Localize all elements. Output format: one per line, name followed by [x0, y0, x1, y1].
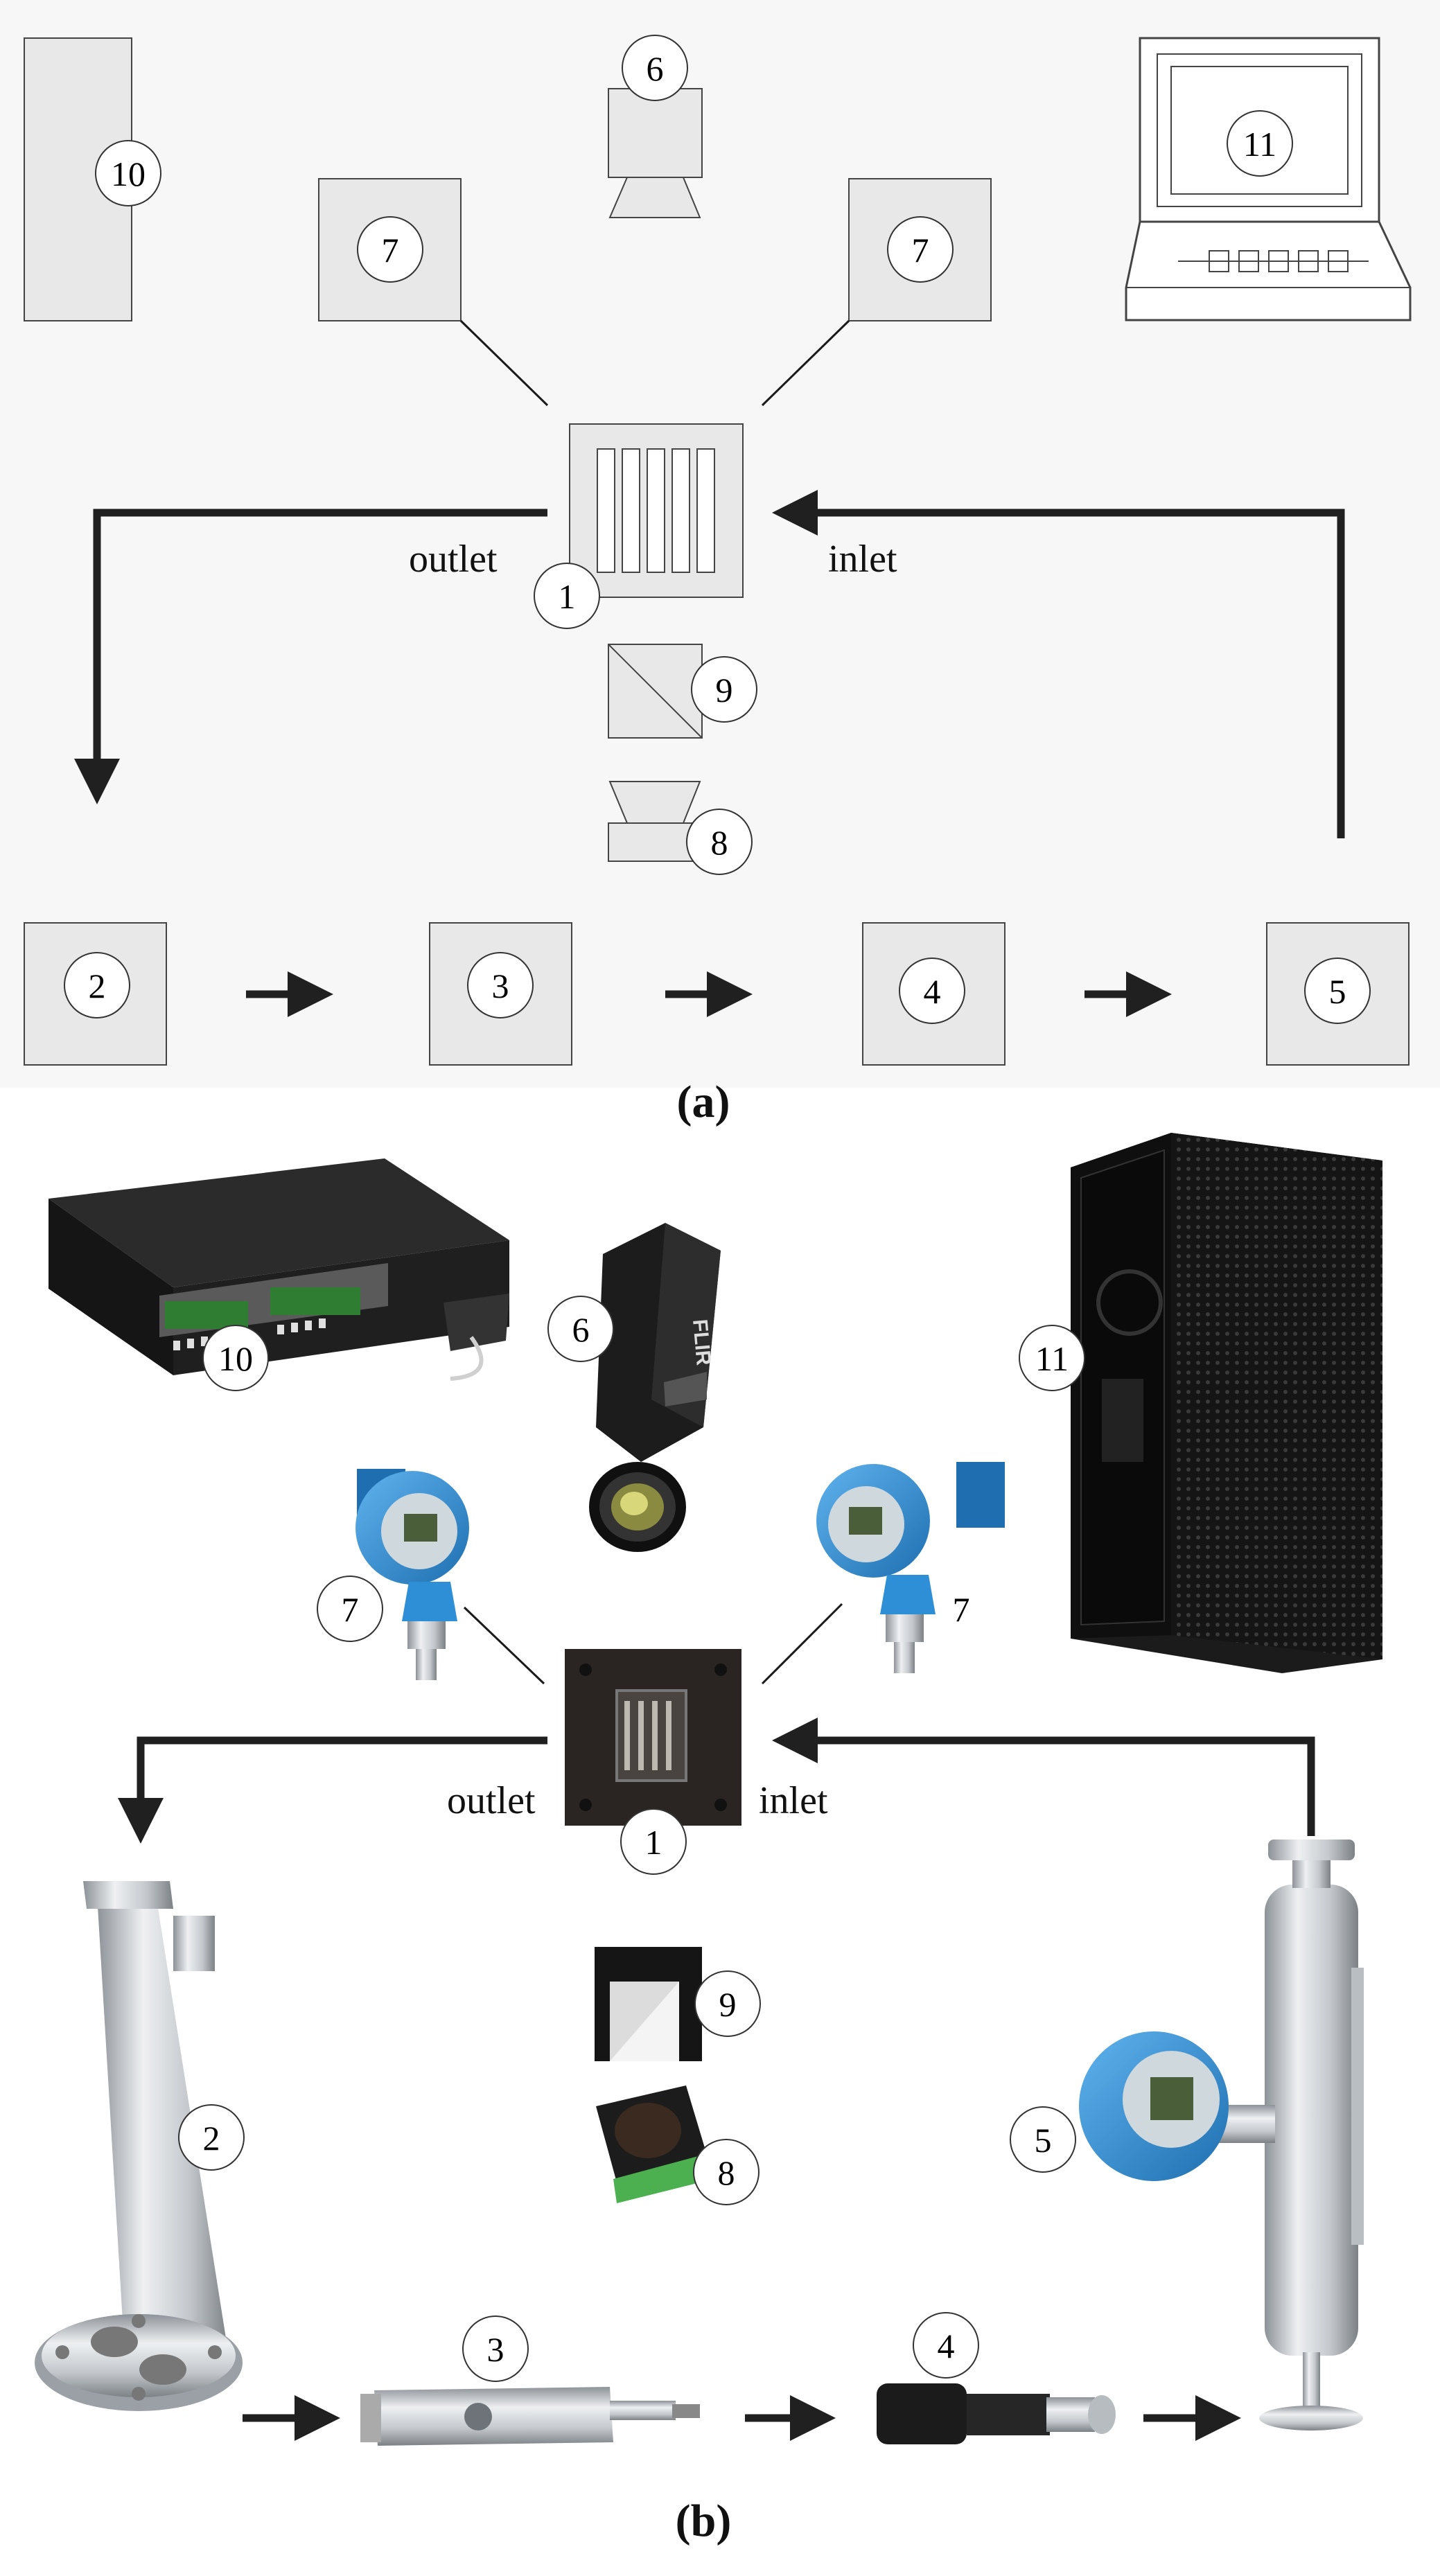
- svg-text:5: 5: [1329, 972, 1346, 1011]
- svg-text:7: 7: [342, 1590, 359, 1629]
- number-b-9-label: 9: [694, 1970, 761, 2037]
- panel-b: FLIR: [35, 1133, 1382, 2546]
- test-section-image: [565, 1649, 741, 1826]
- outlet-label-b: outlet: [447, 1779, 536, 1822]
- svg-text:6: 6: [647, 49, 664, 88]
- svg-text:2: 2: [203, 2119, 220, 2158]
- number-7-left-label: 7: [357, 216, 423, 283]
- connector-line-b-left: [463, 1606, 545, 1685]
- number-b-3-label: 3: [462, 2315, 529, 2382]
- svg-text:5: 5: [1035, 2121, 1052, 2160]
- number-8-label: 8: [686, 809, 753, 875]
- number-circles-b: 10 6 11 7 7 1 9 8 2 5 3 4: [178, 1296, 1085, 2382]
- panel-a: outlet inlet 10 6 7 7 11 1 9 8 2 3 4 5 (…: [0, 0, 1440, 1127]
- pc-tower-image: [1071, 1133, 1382, 1673]
- number-b-8-label: 8: [693, 2139, 759, 2205]
- panel-a-caption: (a): [677, 1077, 730, 1127]
- test-section-icon: [569, 423, 744, 598]
- number-b-7-right-label: 7: [953, 1590, 970, 1629]
- svg-text:8: 8: [711, 823, 728, 862]
- flow-arrow-outlet: [74, 509, 547, 804]
- number-b-11-label: 11: [1019, 1325, 1085, 1391]
- flow-arrow-inlet: [772, 490, 1345, 838]
- inlet-label: inlet: [828, 538, 897, 581]
- connector-line-b-right: [761, 1603, 843, 1685]
- pressure-transmitter-right-image: [816, 1462, 1005, 1673]
- inlet-label-b: inlet: [759, 1779, 828, 1822]
- flir-logo-text: FLIR: [688, 1318, 715, 1367]
- tube-image: [35, 1881, 243, 2411]
- svg-text:4: 4: [924, 972, 941, 1011]
- number-7-right-label: 7: [887, 216, 954, 283]
- svg-text:9: 9: [716, 671, 733, 709]
- svg-text:11: 11: [1035, 1339, 1069, 1378]
- svg-text:1: 1: [559, 577, 576, 616]
- beam-splitter-image: [595, 1947, 702, 2061]
- svg-text:3: 3: [492, 967, 509, 1005]
- number-4-label: 4: [899, 958, 965, 1024]
- number-b-7-left-label: 7: [317, 1576, 383, 1642]
- svg-text:3: 3: [487, 2330, 504, 2369]
- number-5-label: 5: [1304, 958, 1371, 1024]
- number-circles-a: 10 6 7 7 11 1 9 8 2 3 4 5: [64, 35, 1371, 1024]
- laptop-icon: [1125, 37, 1412, 321]
- number-6-label: 6: [622, 35, 688, 101]
- svg-text:11: 11: [1243, 125, 1276, 164]
- thermal-camera-image: FLIR: [589, 1223, 721, 1552]
- pump-image: [360, 2387, 700, 2446]
- number-2-label: 2: [64, 952, 130, 1018]
- panel-b-caption: (b): [676, 2496, 732, 2546]
- flow-arrow-b-outlet: [118, 1736, 547, 1844]
- motor-image: [877, 2383, 1116, 2444]
- connector-line-left: [459, 319, 549, 407]
- number-b-4-label: 4: [913, 2312, 979, 2379]
- number-b-2-label: 2: [178, 2104, 245, 2171]
- light-source-image: [596, 2085, 707, 2203]
- number-b-6-label: 6: [547, 1296, 614, 1362]
- svg-text:8: 8: [718, 2153, 735, 2192]
- svg-text:9: 9: [719, 1985, 737, 2024]
- component-2-box: [24, 922, 167, 1066]
- pressure-transmitter-left-image: [355, 1469, 469, 1680]
- beam-splitter-icon: [608, 644, 703, 739]
- svg-text:7: 7: [912, 231, 929, 270]
- svg-text:7: 7: [382, 231, 399, 270]
- connector-line-right: [761, 319, 850, 407]
- number-b-1-label: 1: [620, 1808, 687, 1875]
- svg-text:6: 6: [572, 1310, 590, 1349]
- number-3-label: 3: [467, 952, 534, 1018]
- svg-text:4: 4: [938, 2327, 955, 2365]
- number-10-label: 10: [95, 140, 161, 206]
- svg-text:10: 10: [111, 155, 146, 193]
- svg-text:1: 1: [645, 1823, 662, 1862]
- number-9-label: 9: [691, 656, 757, 723]
- number-1-label: 1: [534, 563, 600, 629]
- svg-text:2: 2: [89, 967, 106, 1005]
- data-logger-image: [49, 1158, 509, 1381]
- svg-text:7: 7: [953, 1590, 970, 1629]
- outlet-label: outlet: [409, 538, 498, 581]
- flow-meter-image: [1079, 1840, 1364, 2431]
- svg-text:10: 10: [218, 1339, 253, 1378]
- flow-arrow-b-inlet: [772, 1718, 1315, 1836]
- number-b-10-label: 10: [202, 1325, 269, 1391]
- number-11-label: 11: [1227, 110, 1293, 177]
- number-b-5-label: 5: [1010, 2106, 1076, 2173]
- camera-icon: [608, 88, 703, 218]
